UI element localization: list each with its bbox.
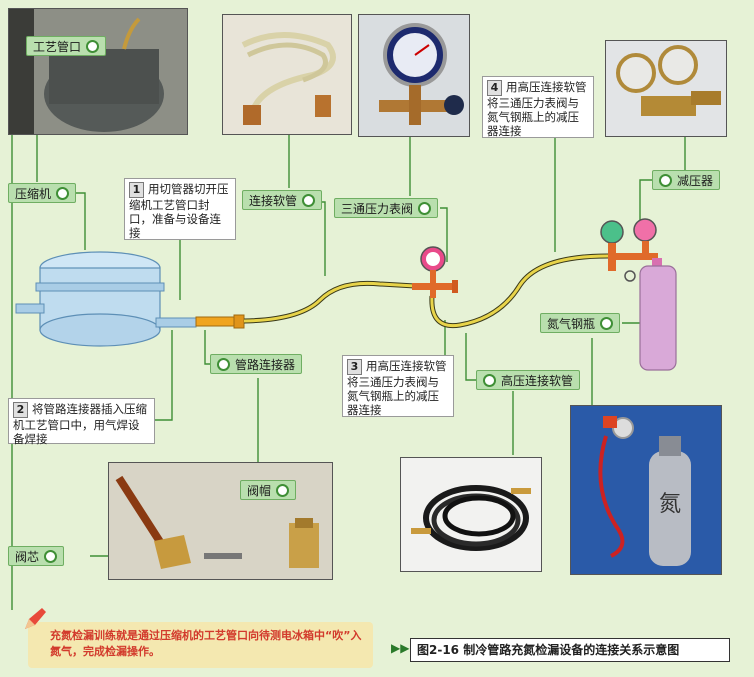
bottle-char: 氮 xyxy=(659,492,681,517)
note-4-number: 4 xyxy=(487,80,502,96)
label-nitrogen-bottle-text: 氮气钢瓶 xyxy=(547,317,596,331)
label-valve-cap-text: 阀帽 xyxy=(247,484,272,498)
label-compressor-text: 压缩机 xyxy=(15,187,52,201)
valve-parts-image xyxy=(115,475,319,569)
note-1-text: 用切管器切开压缩机工艺管口封口，准备与设备连接 xyxy=(129,182,229,240)
hp-hose-image xyxy=(411,485,531,551)
nitrogen-set-image: 氮 xyxy=(598,416,691,566)
label-pipe-connector: 管路连接器 xyxy=(210,354,303,374)
nitrogen-bottle-shape xyxy=(639,258,677,371)
bullet-icon xyxy=(483,374,496,387)
note-1-number: 1 xyxy=(129,182,144,198)
note-3-text: 用高压连接软管将三通压力表阀与氮气钢瓶上的减压器连接 xyxy=(347,359,447,417)
label-process-port: 工艺管口 xyxy=(26,36,107,56)
label-pipe-connector-text: 管路连接器 xyxy=(235,358,296,372)
label-reducer-text: 减压器 xyxy=(677,174,714,188)
note-2-text: 将管路连接器插入压缩机工艺管口中，用气焊设备焊接 xyxy=(13,402,147,446)
label-nitrogen-bottle: 氮气钢瓶 xyxy=(540,313,621,333)
bullet-icon xyxy=(276,484,290,497)
tip-text: 充氮检漏训练就是通过压缩机的工艺管口向待测电冰箱中“吹”入氮气，完成检漏操作。 xyxy=(50,629,362,658)
bullet-icon xyxy=(86,40,100,53)
three-way-gauge-photo xyxy=(358,14,470,137)
bullet-icon xyxy=(217,358,230,371)
compressor-image xyxy=(9,9,187,134)
label-reducer: 减压器 xyxy=(652,170,721,190)
valve-parts-photo xyxy=(108,462,333,580)
bullet-icon xyxy=(44,550,58,563)
bullet-icon xyxy=(600,317,614,330)
pencil-icon xyxy=(22,606,48,632)
label-three-way-gauge: 三通压力表阀 xyxy=(334,198,439,218)
nitrogen-bottle-photo: 氮 xyxy=(570,405,722,575)
tip-box: 充氮检漏训练就是通过压缩机的工艺管口向待测电冰箱中“吹”入氮气，完成检漏操作。 xyxy=(25,608,373,668)
label-compressor: 压缩机 xyxy=(8,183,77,203)
label-valve-core: 阀芯 xyxy=(8,546,65,566)
label-hp-hose-text: 高压连接软管 xyxy=(501,374,574,388)
label-valve-cap: 阀帽 xyxy=(240,480,297,500)
connect-hose-photo xyxy=(222,14,352,135)
pipe-connector-shape xyxy=(195,314,245,329)
label-connect-hose-text: 连接软管 xyxy=(249,194,298,208)
figure-caption-text: 图2-16 制冷管路充氮检漏设备的连接关系示意图 xyxy=(417,643,680,657)
reducer-shape xyxy=(600,218,658,282)
note-4-text: 用高压连接软管将三通压力表阀与氮气钢瓶上的减压器连接 xyxy=(487,80,587,138)
reducer-photo xyxy=(605,40,727,137)
bullet-icon xyxy=(418,202,432,215)
gauge-image xyxy=(379,23,464,125)
figure-caption: 图2-16 制冷管路充氮检漏设备的连接关系示意图 xyxy=(410,638,730,662)
caption-arrow-icon: ▶▶ xyxy=(391,641,410,655)
label-connect-hose: 连接软管 xyxy=(242,190,323,210)
label-process-port-text: 工艺管口 xyxy=(33,40,82,54)
three-way-valve-shape xyxy=(412,246,458,298)
process-port-photo xyxy=(8,8,188,135)
bullet-icon xyxy=(302,194,316,207)
reducer-image xyxy=(616,45,721,116)
label-hp-hose: 高压连接软管 xyxy=(476,370,581,390)
hp-hose-photo xyxy=(400,457,542,572)
hose-image xyxy=(241,32,336,125)
label-three-way-gauge-text: 三通压力表阀 xyxy=(341,202,414,216)
bullet-icon xyxy=(659,174,672,187)
bullet-icon xyxy=(56,187,70,200)
label-valve-core-text: 阀芯 xyxy=(15,550,40,564)
connect-hose-shape xyxy=(243,280,416,324)
note-3-number: 3 xyxy=(347,359,362,375)
note-2-number: 2 xyxy=(13,402,28,418)
compressor-shape xyxy=(15,251,197,347)
